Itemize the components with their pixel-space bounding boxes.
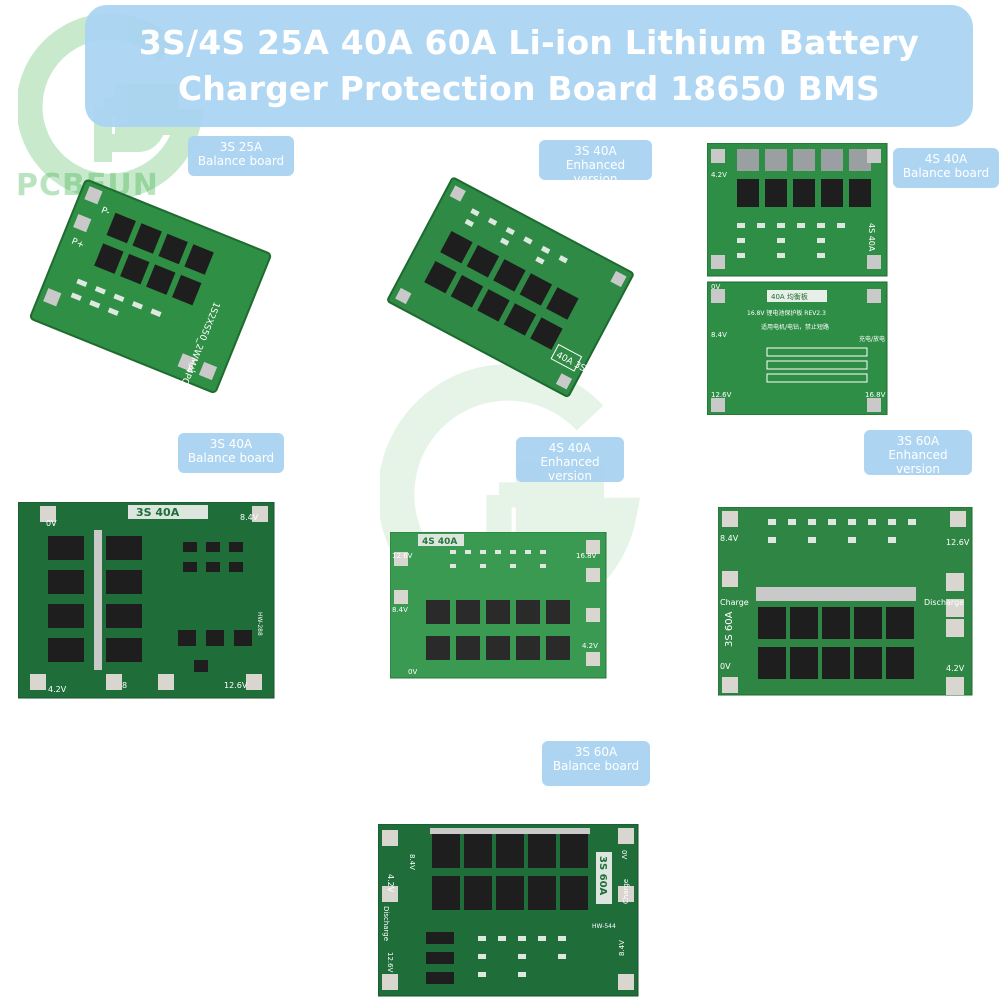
b3-chip: 40A 均衡板 xyxy=(771,292,808,301)
title-banner: 3S/4S 25A 40A 60A Li-ion Lithium Battery… xyxy=(85,5,973,127)
board-3s60a-balance: 4.2V 8.4V 3S 60A Discharge Charge 0V 12.… xyxy=(378,824,639,997)
b6-v4: 4.2V xyxy=(946,664,965,673)
b6-v1: 8.4V xyxy=(720,534,739,543)
b5-v4: 4.2V xyxy=(582,642,598,650)
b3-warn: 适用电机/电钻，禁止短路 xyxy=(761,323,829,331)
b5-v0: 0V xyxy=(408,668,417,676)
b6-discharge: Discharge xyxy=(924,598,964,607)
b3-charge: 充电/放电 xyxy=(859,335,885,343)
b1-b-minus: B- xyxy=(185,364,197,377)
b7-charge: Charge xyxy=(622,879,630,904)
board-3s40a-balance: 3S 40A 0V 8.4V 4.2V 8 12.6V HW-288 xyxy=(18,502,275,699)
b7-v4: 8.4V xyxy=(618,940,626,956)
b7-v2: 8.4V xyxy=(408,854,416,870)
b3-v4: 16.8V xyxy=(865,391,886,399)
b4-v1: 8.4V xyxy=(240,513,259,522)
b4-v2: 4.2V xyxy=(48,685,67,694)
b7-hw: HW-544 xyxy=(592,923,616,930)
b6-label: 3S 60A xyxy=(724,611,735,647)
board-3s60a-enhanced: 8.4V 12.6V Charge Discharge 3S 60A 0V 4.… xyxy=(718,507,973,696)
b7-v1: 4.2V xyxy=(386,874,395,893)
b3-desc: 16.8V 锂电池保护板 REV2.3 xyxy=(747,309,826,317)
b7-v3: 12.6V xyxy=(386,952,394,973)
b6-v0: 0V xyxy=(720,662,731,671)
title-line-2: Charger Protection Board 18650 BMS xyxy=(178,69,880,108)
board-4s40a-enhanced: 4S 40A 12.6V 16.8V 8.4V 4.2V 0V xyxy=(390,532,607,679)
b1-p-minus: P- xyxy=(100,206,112,218)
b4-v4: 12.6V xyxy=(224,681,248,690)
b7-discharge: Discharge xyxy=(382,906,390,941)
b4-label: 3S 40A xyxy=(136,506,180,519)
b4-v0: 0V xyxy=(46,519,57,528)
board-4s40a-balance: 4.2V 4S 40A 40A 均衡板 16.8V 锂电池保护板 REV2.3 … xyxy=(707,143,888,415)
b5-v3: 8.4V xyxy=(392,606,408,614)
b5-v2: 16.8V xyxy=(576,552,597,560)
b4-v3: 8 xyxy=(122,681,127,690)
b5-v1: 12.6V xyxy=(392,552,413,560)
board-3s25a: 1S2XS50_2WM/4PCS P- P+ B- xyxy=(29,179,272,394)
b7-label: 3S 60A xyxy=(597,856,608,896)
b1-p-plus: P+ xyxy=(70,237,86,251)
b3-label: 4S 40A xyxy=(867,223,876,252)
b7-v0: 0V xyxy=(620,850,628,859)
b3-zero: 0V xyxy=(711,283,720,291)
board-3s40a-enhanced: 40A 3S xyxy=(387,177,634,398)
b3-v2: 8.4V xyxy=(711,331,727,339)
title-line-1: 3S/4S 25A 40A 60A Li-ion Lithium Battery xyxy=(138,23,920,62)
b5-label: 4S 40A xyxy=(422,537,457,547)
b4-hw: HW-288 xyxy=(256,612,263,636)
b3-top-v: 4.2V xyxy=(711,171,727,179)
b6-charge: Charge xyxy=(720,598,749,607)
b6-v2: 12.6V xyxy=(946,538,970,547)
b3-v3: 12.6V xyxy=(711,391,732,399)
